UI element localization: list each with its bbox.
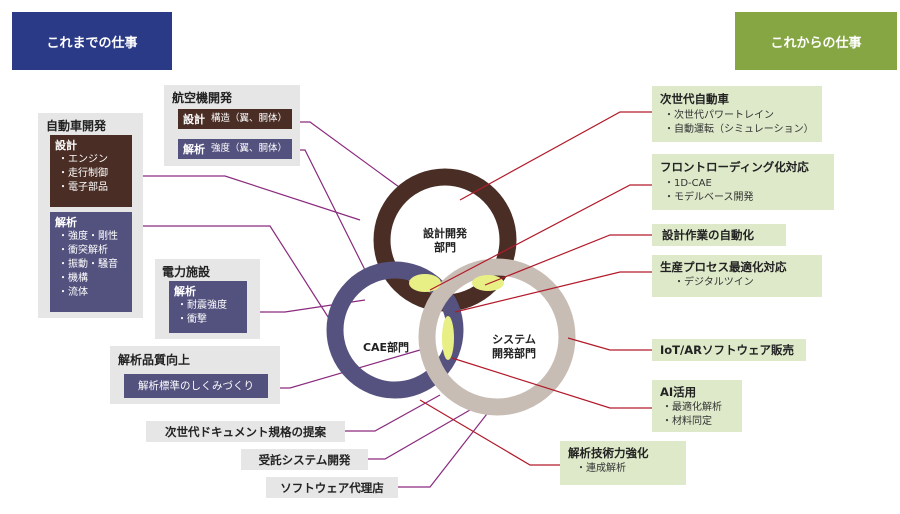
production-process-title: 生産プロセス最適化対応 — [660, 260, 787, 274]
production-process-box: 生産プロセス最適化対応 ・デジタルツイン — [652, 255, 822, 297]
doc-standard-text: 次世代ドキュメント規格の提案 — [165, 424, 326, 439]
next-gen-car-item: ・自動運転（シミュレーション） — [664, 124, 814, 135]
iot-ar-software-title: IoT/ARソフトウェア販売 — [660, 343, 794, 357]
doc-standard-box: 次世代ドキュメント規格の提案 — [146, 421, 345, 442]
line-autodesign — [484, 234, 652, 286]
front-loading-title: フロントローディング化対応 — [660, 160, 809, 174]
contract-dev-text: 受託システム開発 — [258, 452, 351, 467]
auto-design-label: 設計 — [55, 139, 77, 152]
contract-dev-box: 受託システム開発 — [241, 449, 368, 470]
auto-analysis-label: 解析 — [55, 216, 77, 229]
line-frontload — [429, 184, 652, 291]
aircraft-dev-box: 航空機開発 設計 構造（翼、胴体） 解析 強度（翼、胴体） — [164, 85, 300, 166]
analysis-quality-box: 解析品質向上 解析標準のしくみづくり — [110, 346, 280, 404]
production-process-item: ・デジタルツイン — [674, 277, 754, 288]
aircraft-design-tag: 設計 構造（翼、胴体） — [178, 109, 292, 129]
ai-usage-title: AI活用 — [660, 385, 697, 399]
front-loading-box: フロントローディング化対応 ・1D-CAE ・モデルベース開発 — [652, 154, 834, 210]
next-gen-car-item: ・次世代パワートレイン — [664, 110, 774, 121]
cae-department-text: CAE部門 — [362, 341, 410, 354]
front-loading-item: ・モデルベース開発 — [664, 192, 754, 203]
front-loading-item: ・1D-CAE — [664, 178, 712, 189]
auto-analysis-item: ・流体 — [58, 287, 88, 298]
ai-usage-item: ・最適化解析 — [662, 402, 722, 413]
system-circle — [418, 258, 576, 416]
auto-dev-box: 自動車開発 設計 ・エンジン ・走行制御 ・電子部品 解析 ・強度・剛性 ・衝突… — [38, 113, 143, 318]
next-gen-car-box: 次世代自動車 ・次世代パワートレイン ・自動運転（シミュレーション） — [652, 86, 822, 142]
aircraft-analysis-text: 強度（翼、胴体） — [211, 143, 288, 154]
past-work-header: これまでの仕事 — [12, 12, 172, 70]
auto-analysis-box: 解析 ・強度・剛性 ・衝突解析 ・振動・騒音 ・機構 ・流体 — [50, 212, 132, 312]
line-agency — [398, 409, 491, 488]
future-work-header: これからの仕事 — [735, 12, 897, 70]
auto-design-item: ・走行制御 — [58, 168, 108, 179]
design-department-label: 設計開発 部門 — [413, 227, 477, 255]
design-automation-box: 設計作業の自動化 — [652, 224, 786, 246]
line-auto-design — [132, 175, 361, 221]
right-connector-lines — [419, 111, 652, 466]
line-nextcar — [459, 111, 652, 201]
ai-usage-item: ・材料同定 — [662, 416, 712, 427]
past-work-header-label: これまでの仕事 — [46, 35, 138, 51]
line-tech — [419, 399, 560, 466]
auto-analysis-item: ・衝突解析 — [58, 245, 108, 256]
overlap-cae-system — [442, 316, 454, 360]
aircraft-dev-title: 航空機開発 — [172, 91, 233, 105]
line-production — [454, 271, 652, 313]
power-facility-title: 電力施設 — [162, 265, 211, 279]
overlap-design-cae — [409, 274, 441, 292]
line-aircraft-design — [290, 121, 411, 196]
line-contract — [368, 409, 471, 460]
software-agency-box: ソフトウェア代理店 — [266, 477, 398, 498]
power-analysis-box: 解析 ・耐震強度 ・衝撃 — [169, 281, 247, 333]
next-gen-car-title: 次世代自動車 — [660, 92, 729, 106]
auto-design-item: ・エンジン — [58, 154, 108, 165]
analysis-tech-item: ・連成解析 — [576, 463, 626, 474]
design-department-line1: 設計開発 — [423, 227, 467, 240]
cae-circle — [326, 261, 464, 399]
line-auto-analysis — [132, 225, 331, 321]
auto-design-box: 設計 ・エンジン ・走行制御 ・電子部品 — [50, 135, 132, 207]
aircraft-design-text: 構造（翼、胴体） — [211, 113, 288, 124]
software-agency-text: ソフトウェア代理店 — [280, 480, 384, 495]
analysis-standard-text: 解析標準のしくみづくり — [138, 380, 254, 392]
power-analysis-item: ・耐震強度 — [177, 300, 227, 311]
aircraft-analysis-label: 解析 — [183, 143, 205, 156]
line-doc — [345, 394, 441, 432]
ai-usage-box: AI活用 ・最適化解析 ・材料同定 — [652, 380, 742, 432]
analysis-quality-title: 解析品質向上 — [118, 353, 191, 367]
overlap-design-system — [472, 275, 504, 291]
analysis-standard-tag: 解析標準のしくみづくり — [124, 374, 268, 398]
power-facility-box: 電力施設 解析 ・耐震強度 ・衝撃 — [155, 259, 260, 339]
aircraft-design-label: 設計 — [183, 113, 205, 126]
power-analysis-label: 解析 — [174, 285, 196, 298]
system-department-label: システム 開発部門 — [480, 333, 548, 361]
line-iot — [567, 337, 652, 351]
auto-analysis-item: ・強度・剛性 — [58, 231, 118, 242]
cae-department-label: CAE部門 — [355, 341, 417, 355]
analysis-tech-box: 解析技術力強化 ・連成解析 — [560, 441, 686, 485]
future-work-header-label: これからの仕事 — [770, 35, 862, 51]
auto-dev-title: 自動車開発 — [46, 119, 107, 133]
auto-design-item: ・電子部品 — [58, 182, 108, 193]
auto-analysis-item: ・機構 — [58, 273, 88, 284]
line-ai — [451, 357, 652, 409]
design-automation-title: 設計作業の自動化 — [662, 228, 754, 242]
system-department-line1: システム — [492, 333, 536, 346]
design-department-line2: 部門 — [434, 241, 456, 254]
auto-analysis-item: ・振動・騒音 — [58, 259, 118, 270]
aircraft-analysis-tag: 解析 強度（翼、胴体） — [178, 139, 292, 159]
iot-ar-software-box: IoT/ARソフトウェア販売 — [652, 339, 806, 361]
power-analysis-item: ・衝撃 — [177, 314, 207, 325]
system-department-line2: 開発部門 — [492, 347, 536, 360]
analysis-tech-title: 解析技術力強化 — [568, 446, 649, 460]
